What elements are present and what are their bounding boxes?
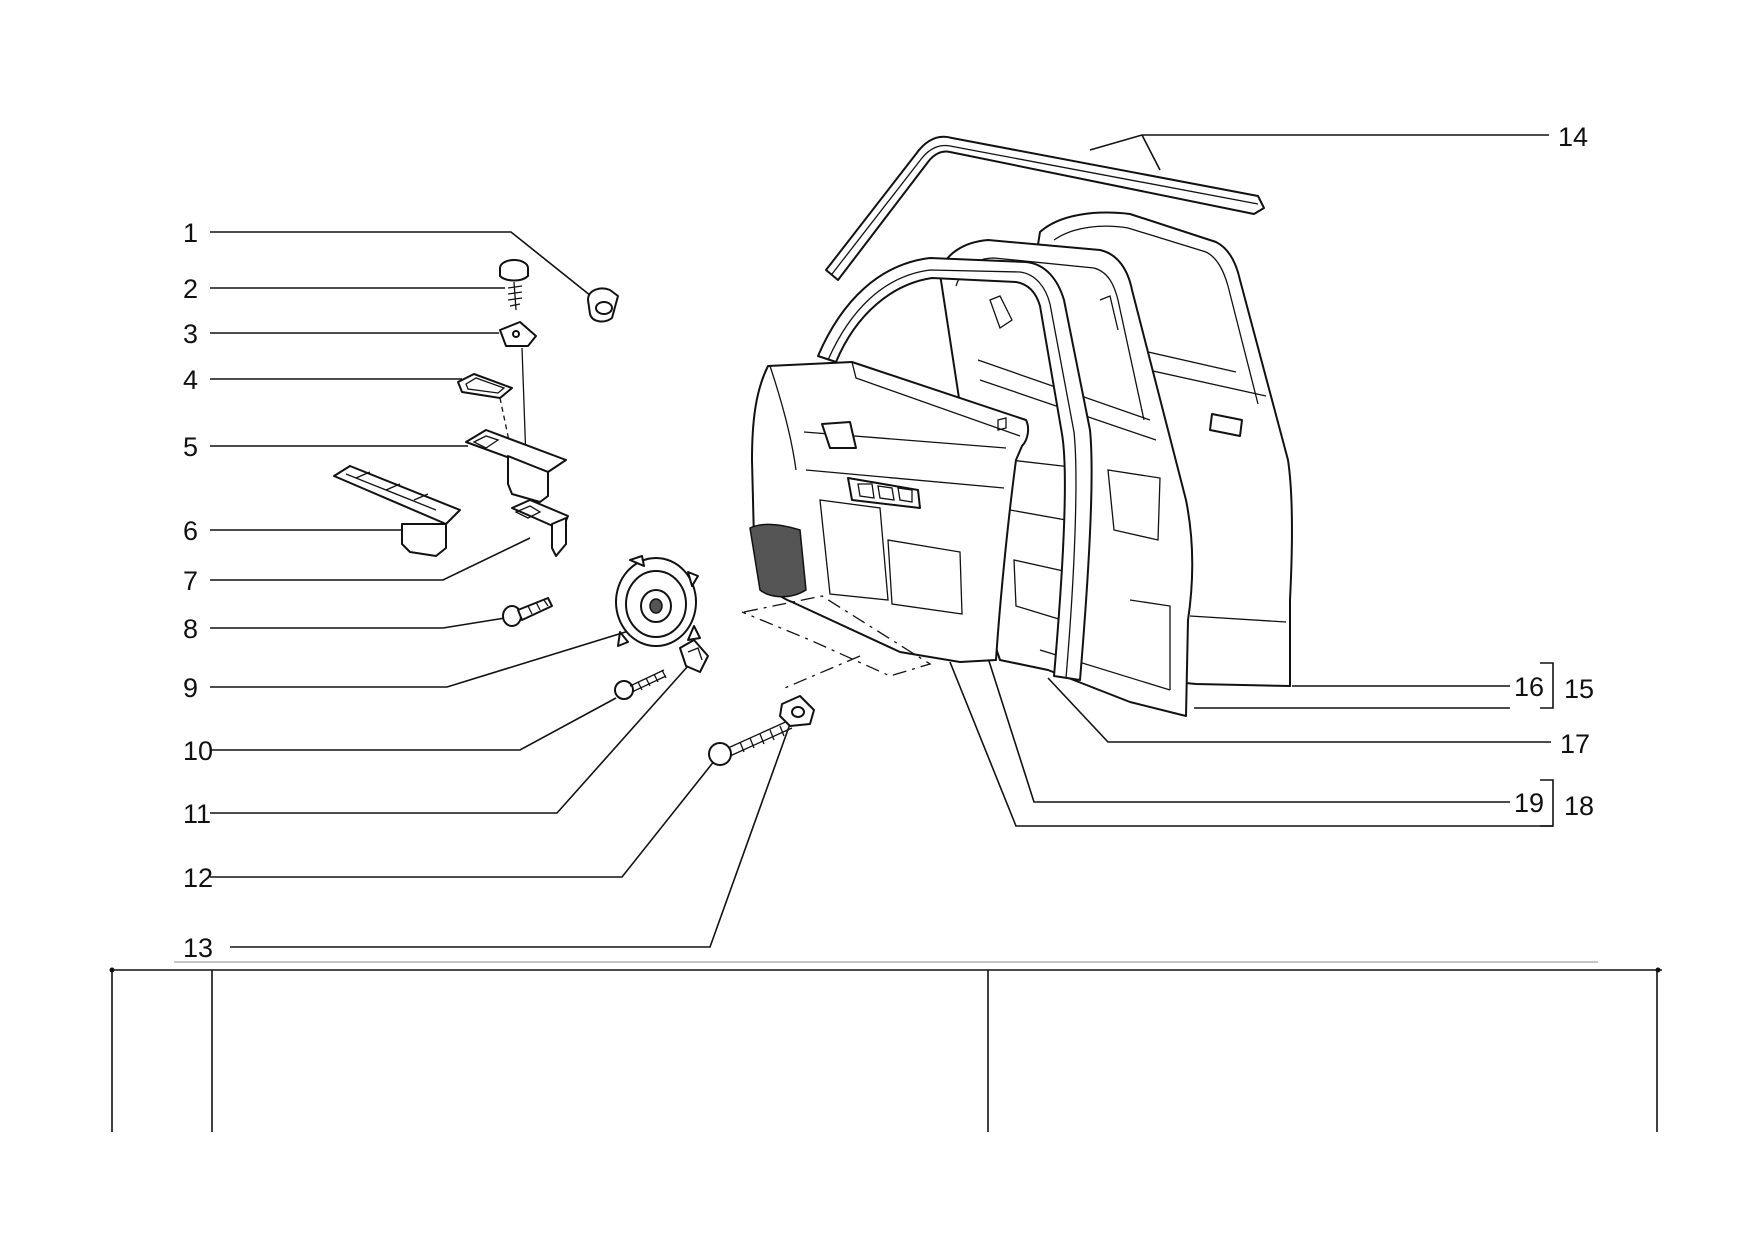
clip-part-1 (587, 287, 619, 323)
callout-10: 10 (183, 736, 213, 766)
callout-labels: 1 2 3 4 5 6 7 8 9 10 11 12 13 14 15 16 1… (183, 122, 1594, 963)
callout-1: 1 (183, 218, 198, 248)
leader-8 (210, 617, 506, 629)
install-line (521, 347, 527, 461)
speaker-9 (615, 555, 701, 647)
door-weatherstrip (817, 257, 1093, 681)
screw-10 (614, 669, 667, 700)
frame-corner-right (1655, 967, 1661, 973)
clip-part-3 (499, 321, 537, 347)
callout-2: 2 (183, 274, 198, 304)
leader-18 (949, 661, 1553, 827)
table-frame (110, 969, 1662, 1132)
leader-9 (210, 629, 633, 688)
window-switch-panel-6 (333, 465, 461, 557)
screw-12 (708, 719, 793, 766)
callout-15: 15 (1564, 674, 1594, 704)
door-assembly (741, 135, 1293, 717)
frame-corner-left (109, 967, 115, 973)
leader-bracket-15-16 (1540, 662, 1554, 709)
callout-16: 16 (1514, 672, 1544, 702)
callout-6: 6 (183, 516, 198, 546)
small-parts (333, 259, 815, 766)
leader-14 (1089, 134, 1549, 171)
title-block-frame (109, 961, 1662, 1132)
callout-17: 17 (1560, 729, 1590, 759)
callout-13: 13 (183, 933, 213, 963)
speaker-grille (749, 523, 807, 598)
leader-10 (210, 697, 617, 751)
switch-housing-5 (465, 429, 567, 503)
callout-11: 11 (183, 799, 211, 829)
assembly-dash-line (741, 595, 932, 691)
window-seal-strip-14 (825, 135, 1265, 281)
callout-18: 18 (1564, 791, 1594, 821)
callout-5: 5 (183, 432, 198, 462)
leader-11 (210, 665, 689, 814)
callout-7: 7 (183, 566, 198, 596)
callout-8: 8 (183, 614, 198, 644)
leader-13 (230, 723, 791, 948)
leader-7 (210, 537, 531, 581)
callout-14: 14 (1558, 122, 1588, 152)
cover-plate-4 (457, 373, 513, 399)
callout-3: 3 (183, 319, 198, 349)
bracket-7 (511, 499, 569, 557)
leader-12 (210, 759, 716, 878)
callout-12: 12 (183, 863, 213, 893)
screw-part-2 (499, 259, 529, 311)
door-trim-panel-18 (749, 361, 1030, 663)
clip-nut-11 (679, 639, 709, 673)
square-nut-13 (779, 695, 815, 727)
callout-9: 9 (183, 673, 198, 703)
bolt-8 (502, 597, 553, 627)
leader-1 (210, 231, 597, 301)
callout-4: 4 (183, 365, 198, 395)
callout-19: 19 (1514, 788, 1544, 818)
leader-bracket-18-19 (1540, 779, 1554, 827)
leader-17 (1047, 677, 1551, 743)
